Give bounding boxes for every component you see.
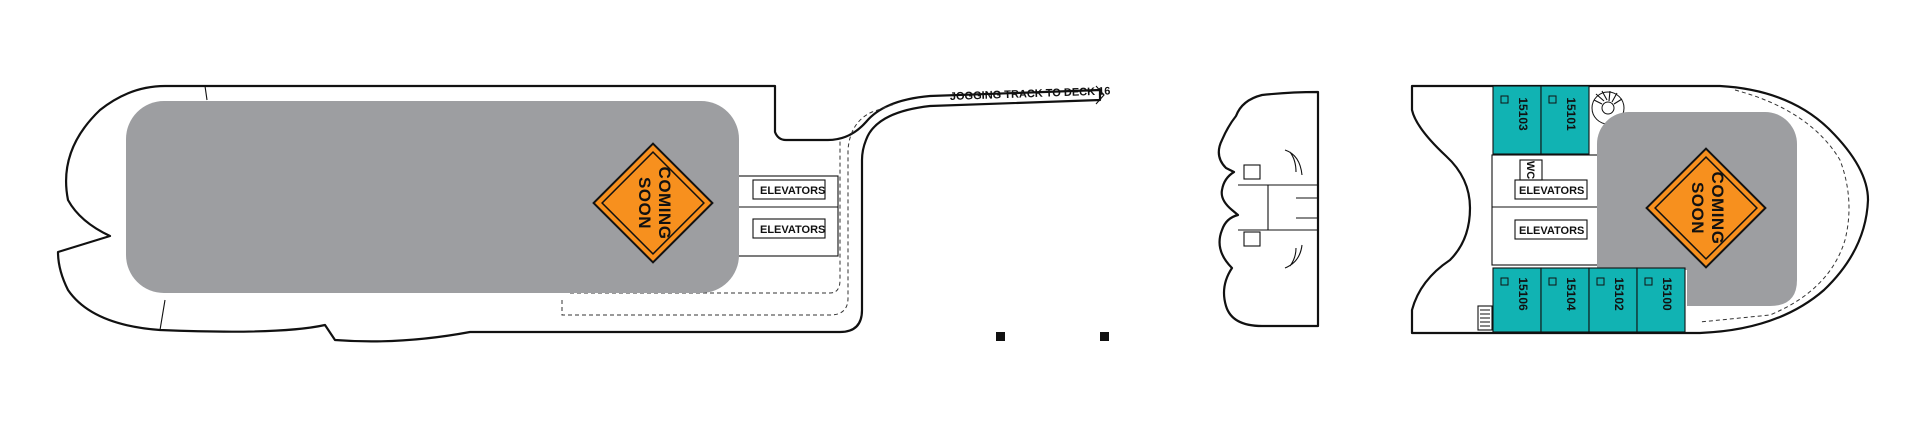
cabin-15106[interactable]: 15106 [1492, 267, 1542, 333]
warning-diamond-inner-border-forward [1654, 156, 1758, 260]
cabin-number: 15100 [1660, 277, 1674, 311]
cabin-15103[interactable]: 15103 [1492, 85, 1542, 155]
cabin-bed-icon [1500, 95, 1509, 104]
wc-label: WC [1524, 161, 1536, 179]
coming-label-forward: COMING [1708, 172, 1727, 245]
jogging-track-label: JOGGING TRACK TO DECK 16 [950, 85, 1111, 103]
jogging-track-arrow-icon [1095, 85, 1105, 105]
elevators-label-aft-upper: ELEVATORS [760, 185, 825, 197]
mid-spiral-stair-upper-icon [1284, 149, 1303, 176]
forward-zone-lower [1687, 270, 1797, 306]
cabin-bed-icon [1644, 277, 1653, 286]
elevators-label-aft-lower: ELEVATORS [760, 224, 825, 236]
marker-square-left [996, 332, 1005, 341]
cabin-bed-icon [1500, 277, 1509, 286]
aft-top-tick [204, 85, 208, 101]
cabin-bed-icon [1548, 277, 1557, 286]
cabin-number: 15104 [1564, 277, 1578, 311]
cabin-number: 15106 [1516, 277, 1530, 311]
aft-stern-line [159, 299, 166, 331]
elevators-label-fwd-lower: ELEVATORS [1519, 225, 1584, 237]
cabin-bed-icon [1596, 277, 1605, 286]
warning-diamond-inner-border [601, 151, 705, 255]
elevator-bank-upper [752, 179, 826, 200]
warning-diamond-icon [592, 142, 714, 264]
elevator-bank-fwd-lower [1514, 219, 1588, 240]
forward-side-stairs [1477, 305, 1493, 331]
mid-stairs-lower [1243, 231, 1261, 247]
elevators-label-fwd-upper: ELEVATORS [1519, 185, 1584, 197]
cabin-15104[interactable]: 15104 [1540, 267, 1590, 333]
cabin-number: 15103 [1516, 97, 1530, 131]
aft-dashed-walkway-inner [570, 140, 841, 294]
coming-soon-sign-forward: COMING SOON [1645, 147, 1767, 269]
cabin-number: 15102 [1612, 277, 1626, 311]
mid-stairs-upper [1243, 164, 1261, 180]
forward-dashed-walkway [1699, 89, 1850, 323]
coming-soon-sign-aft: COMING SOON [592, 142, 714, 264]
mid-section [1217, 90, 1320, 328]
cabin-group-top: 15103 15101 [1492, 85, 1590, 155]
aft-coming-soon-zone [126, 101, 739, 293]
elevator-bank-lower [752, 218, 826, 239]
cabin-group-bottom: 15106 15104 15102 15100 [1492, 267, 1686, 333]
aft-section [56, 84, 1102, 343]
cabin-15102[interactable]: 15102 [1588, 267, 1638, 333]
warning-diamond-icon-forward [1645, 147, 1767, 269]
cabin-15100[interactable]: 15100 [1636, 267, 1686, 333]
soon-label-forward: SOON [1688, 182, 1707, 234]
soon-label-aft: SOON [635, 177, 654, 229]
elevator-bank-fwd-upper [1514, 179, 1588, 200]
aft-dashed-walkway [561, 103, 896, 316]
coming-label-aft: COMING [655, 167, 674, 240]
mid-spiral-stair-lower-icon [1284, 244, 1303, 269]
cabin-number: 15101 [1564, 97, 1578, 131]
cabin-15101[interactable]: 15101 [1540, 85, 1590, 155]
marker-square-right [1100, 332, 1109, 341]
cabin-bed-icon [1548, 95, 1557, 104]
